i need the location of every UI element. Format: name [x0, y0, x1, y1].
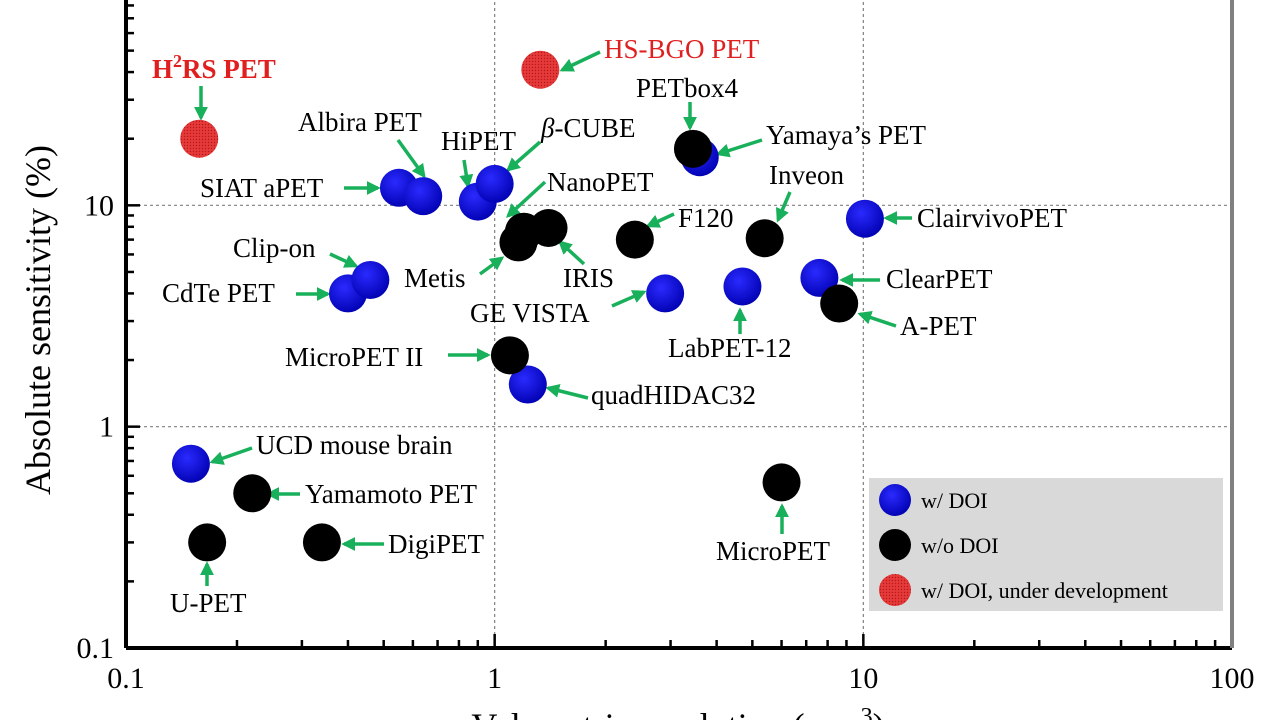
legend-box: [869, 478, 1223, 611]
point-label: U-PET: [170, 588, 247, 618]
point-label: ClearPET: [886, 264, 993, 294]
legend-label-wo-doi: w/o DOI: [921, 533, 999, 558]
x-tick-label: 10: [848, 662, 878, 695]
point-label: GE VISTA: [470, 298, 590, 328]
x-axis-title-main: Volumetric resolution (mm: [471, 706, 860, 720]
annotation-arrow: [611, 290, 647, 308]
x-axis-title: Volumetric resolution (mm3): [471, 704, 884, 720]
point-label: MicroPET: [716, 536, 830, 566]
data-point: [820, 284, 859, 323]
point-label: Yamamoto PET: [305, 479, 478, 509]
data-point: [845, 199, 884, 238]
annotation-arrow: [209, 446, 253, 465]
annotation-arrow: [329, 252, 359, 268]
data-point: [233, 474, 272, 513]
data-point: [490, 336, 529, 375]
point-label: HiPET: [441, 126, 517, 156]
annotation-arrow: [557, 240, 586, 266]
data-points: [171, 50, 884, 562]
data-point: [351, 260, 390, 299]
data-point: [521, 50, 560, 89]
legend: w/ DOI w/o DOI w/ DOI, under development: [869, 478, 1223, 611]
legend-swatch-under-development: [879, 574, 911, 606]
point-label: HS-BGO PET: [604, 34, 760, 64]
annotation-arrow: [505, 140, 542, 172]
point-label: Metis: [404, 263, 466, 293]
point-label: NanoPET: [547, 167, 654, 197]
point-label: F120: [678, 203, 734, 233]
point-label: ClairvivoPET: [917, 203, 1067, 233]
data-point: [800, 258, 839, 297]
legend-label-under-development: w/ DOI, under development: [921, 578, 1168, 603]
annotation-arrow: [545, 383, 589, 400]
annotation-arrow: [396, 138, 426, 179]
point-label: Yamaya’s PET: [766, 120, 927, 150]
legend-swatch-w-doi: [879, 484, 911, 516]
point-label: UCD mouse brain: [256, 430, 453, 460]
y-tick-label: 10: [84, 189, 114, 222]
data-point: [188, 523, 227, 562]
axes: [124, 0, 1234, 650]
annotation-arrow: [645, 212, 675, 228]
annotation-arrow: [775, 191, 792, 223]
point-label: β-CUBE: [540, 113, 635, 143]
y-tick-label: 0.1: [77, 632, 115, 665]
annotation-arrow: [559, 50, 601, 72]
data-point: [180, 119, 219, 158]
point-label: LabPET-12: [668, 333, 792, 363]
data-point: [475, 164, 514, 203]
point-label: quadHIDAC32: [591, 380, 756, 410]
point-label: SIAT aPET: [200, 173, 324, 203]
point-label: PETbox4: [636, 73, 739, 103]
tick-marks: [124, 4, 1217, 650]
point-label: Clip-on: [233, 233, 316, 263]
legend-swatch-wo-doi: [879, 529, 911, 561]
data-point: [646, 274, 685, 313]
data-point: [762, 463, 801, 502]
annotation-arrow: [459, 159, 474, 189]
legend-label-w-doi: w/ DOI: [921, 488, 988, 513]
annotation-arrows: [194, 50, 912, 586]
point-label: A-PET: [900, 311, 977, 341]
x-axis-title-sup: 3: [861, 704, 873, 720]
point-label: Albira PET: [298, 107, 422, 137]
annotation-arrow: [505, 180, 547, 218]
data-point: [404, 177, 443, 216]
x-tick-label: 1: [487, 662, 502, 695]
y-axis-title: Absolute sensitivity (%): [18, 145, 58, 495]
y-tick-label: 1: [99, 411, 114, 444]
data-point: [723, 267, 762, 306]
point-label: MicroPET II: [285, 342, 423, 372]
tick-labels: 0.1 1 10 100 0.1 1 10: [77, 189, 1255, 695]
x-tick-label: 100: [1210, 662, 1255, 695]
data-point: [508, 365, 547, 404]
x-axis-title-tail: ): [873, 706, 885, 720]
annotation-arrow: [857, 310, 897, 328]
point-label: CdTe PET: [162, 278, 275, 308]
data-point: [673, 129, 712, 168]
data-point: [615, 220, 654, 259]
point-label: Inveon: [769, 160, 844, 190]
data-point: [745, 219, 784, 258]
data-point: [529, 208, 568, 247]
data-point: [171, 444, 210, 483]
annotation-arrow: [715, 138, 763, 158]
point-label: IRIS: [563, 263, 614, 293]
point-label: DigiPET: [388, 529, 485, 559]
point-label: H2RS PET: [152, 51, 276, 84]
x-tick-label: 0.1: [107, 662, 145, 695]
data-point: [302, 523, 341, 562]
annotation-arrow: [478, 256, 505, 276]
